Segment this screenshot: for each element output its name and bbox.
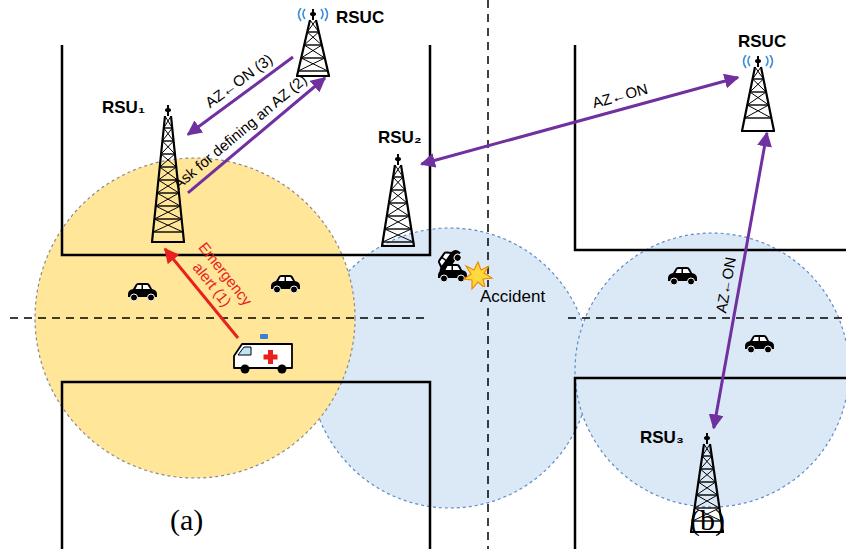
tower-icon <box>738 55 778 133</box>
rsu-node: RSUC <box>293 8 384 78</box>
edge-label: AZ←ON <box>590 80 649 112</box>
tower-holder <box>738 55 778 133</box>
rsu-node: RSU₂ <box>378 128 421 248</box>
node-label: RSUC <box>738 32 786 52</box>
rsu-node: RSUC <box>738 32 786 133</box>
message-arrow <box>421 77 738 164</box>
node-label: RSUC <box>336 8 384 28</box>
coverage-area <box>310 228 590 508</box>
node-label: RSU₂ <box>378 128 421 148</box>
building-outline <box>62 45 846 549</box>
tower-icon <box>378 153 418 248</box>
node-label: RSU₃ <box>640 428 684 448</box>
panel-label: (a) <box>170 503 203 537</box>
lane-marking <box>10 0 846 549</box>
node-label: RSU₁ <box>102 98 145 118</box>
tower-icon <box>293 8 333 78</box>
coverage-area <box>575 233 846 507</box>
accident-label: Accident <box>478 287 547 307</box>
ambulance-icon <box>234 334 292 374</box>
accident-illustration <box>433 245 492 289</box>
tower-holder <box>378 153 418 248</box>
rsu-node: RSU₁ <box>102 98 188 244</box>
panel-label: (b) <box>690 503 725 537</box>
tower-holder <box>293 8 333 78</box>
